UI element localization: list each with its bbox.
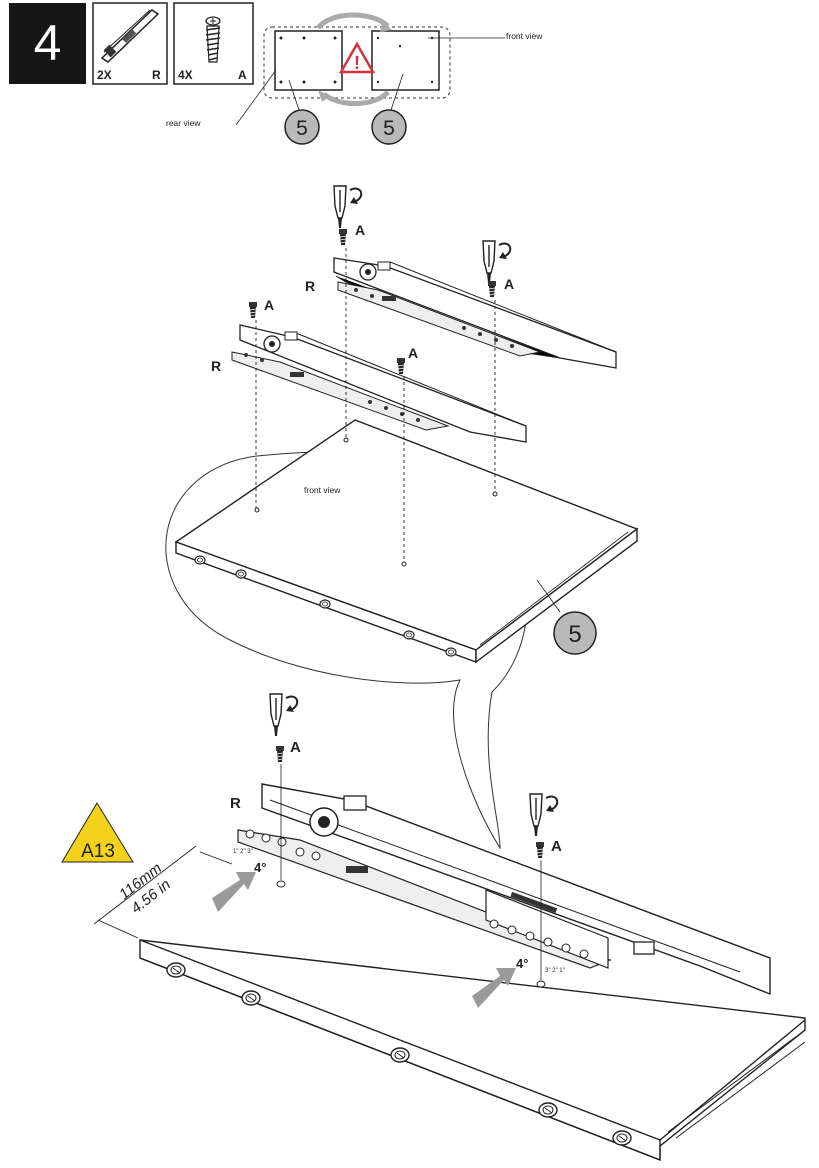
svg-text:5: 5 <box>296 117 308 140</box>
detail-view: R A A 1" 2" 3" 4° 3" 2" 1" 4° 116mm 4.56… <box>61 693 806 1162</box>
rear-view-panel <box>274 30 343 91</box>
part-slide-code: R <box>152 68 161 82</box>
panel-badge-rear: 5 <box>284 109 320 145</box>
push-arrow-right <box>472 968 516 1008</box>
drawer-slide-icon <box>100 9 160 63</box>
screw-label: A <box>290 739 301 756</box>
front-view-label: front view <box>506 31 543 41</box>
screw-icon <box>205 16 221 63</box>
screw-label: A <box>504 276 514 292</box>
warning-code: A13 <box>81 841 115 862</box>
panel-badge-main: 5 <box>553 611 597 655</box>
svg-text:!: ! <box>354 53 360 73</box>
drawer-slide-detail <box>237 783 771 996</box>
rotate-arrow-bottom <box>322 90 390 107</box>
slide-label-detail: R <box>230 795 241 812</box>
screw-icon <box>248 301 258 319</box>
warning-badge-a13: A13 <box>61 802 134 863</box>
shelf-panel <box>174 419 639 664</box>
ruler-marks-left: 1" 2" 3" <box>233 849 253 855</box>
angle-label-left: 4° <box>254 860 266 875</box>
exploded-view: front view 5 R <box>165 185 639 850</box>
drawer-slide-rear <box>333 257 617 369</box>
front-view-panel <box>371 30 440 91</box>
screw-label: A <box>355 222 365 238</box>
screw-icon <box>396 357 406 375</box>
step-number-box: 4 <box>9 3 86 84</box>
part-screw-quantity: 4X <box>178 68 193 82</box>
drawer-slide-front <box>231 324 527 443</box>
rear-view-label: rear view <box>166 118 201 128</box>
screwdriver-icon <box>529 793 559 837</box>
ruler-marks-right: 3" 2" 1" <box>545 968 565 974</box>
slide-label-rear: R <box>305 278 315 294</box>
svg-text:5: 5 <box>568 621 581 648</box>
part-slide-quantity: 2X <box>97 68 112 82</box>
front-view-detail-label: front view <box>304 485 341 495</box>
part-box-screw: 4X A <box>173 2 254 85</box>
panel-badge-front: 5 <box>371 109 407 145</box>
screw-icon <box>535 841 545 859</box>
screw-icon <box>275 745 285 763</box>
screw-label: A <box>264 297 274 313</box>
screw-label: A <box>551 838 562 855</box>
alert-triangle-icon: ! <box>338 41 376 74</box>
screwdriver-icon <box>269 693 299 737</box>
slide-label-front: R <box>211 358 221 374</box>
screw-icon <box>338 228 348 246</box>
screw-label: A <box>408 345 418 361</box>
orientation-views: ! front view rear view 5 5 <box>166 12 543 145</box>
shelf-panel-detail <box>139 939 806 1162</box>
rotate-arrow-top <box>316 12 390 30</box>
push-arrow-left <box>212 872 256 912</box>
dimension-line <box>93 845 233 939</box>
screw-icon <box>487 280 497 298</box>
part-screw-code: A <box>238 68 247 82</box>
step-number: 4 <box>34 15 62 71</box>
angle-label-right: 4° <box>516 956 528 971</box>
svg-text:5: 5 <box>383 117 395 140</box>
part-box-slide: 2X R <box>92 2 168 85</box>
